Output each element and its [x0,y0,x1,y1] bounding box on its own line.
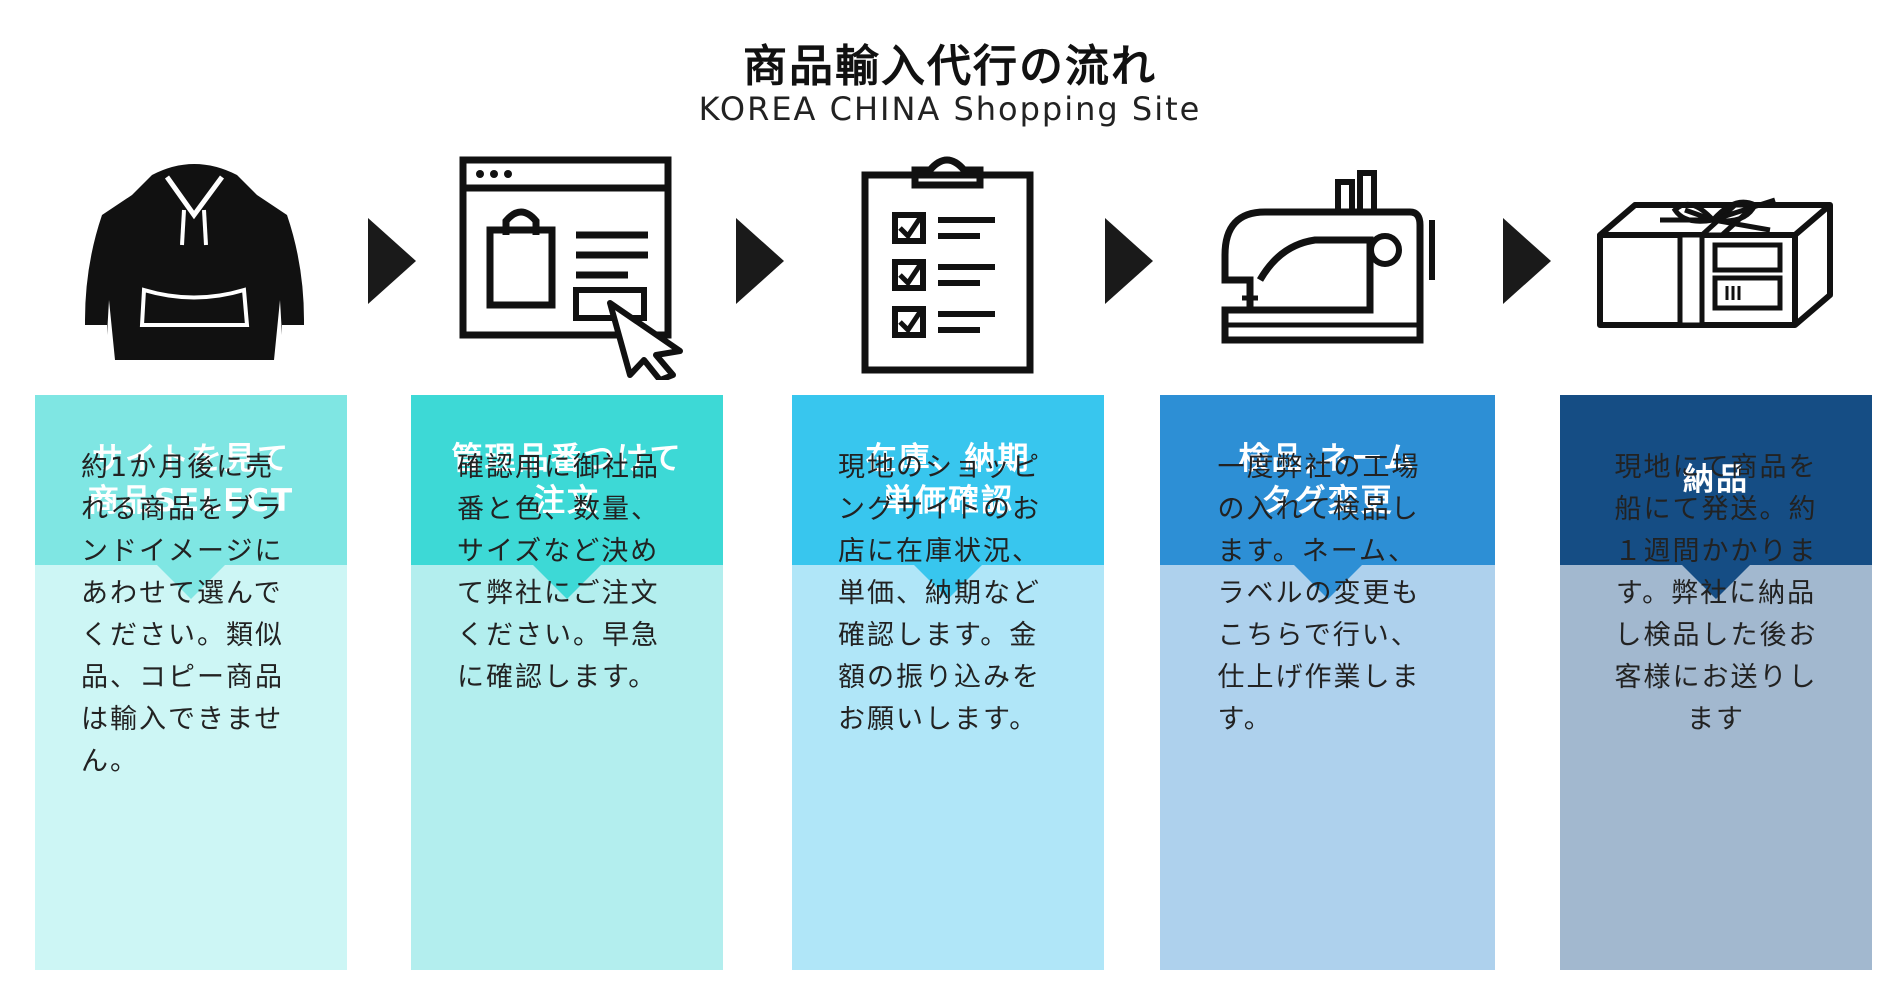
step-title-line1: 在庫、納期 [865,441,1031,477]
page-title: 商品輸入代行の流れ [743,41,1157,92]
step-notch [914,565,982,599]
step-title-line2: 商品SELECT [87,483,295,519]
step-body-bg [1560,565,1872,970]
step-card-order: 管理品番つけて注文 確認用に御社品番と色、数量、サイズなど決めて弊社にご注文くだ… [411,395,723,970]
step-title-line1: 納品 [1683,462,1749,498]
step-body-bg [792,565,1104,970]
step-description: 確認用に御社品番と色、数量、サイズなど決めて弊社にご注文ください。早急に確認しま… [457,452,660,693]
package-icon [1595,190,1835,330]
triangle-right-icon [1105,218,1153,304]
step-title-line2: 単価確認 [882,483,1014,519]
step-notch [157,565,225,599]
step-title-line1: サイトを見て [92,441,290,477]
step-card-inspection: 検品,ネームタグ変更 一度弊社の工場の入れて検品します。ネーム、ラベルの変更もこ… [1160,395,1495,970]
online-shop-icon [458,155,693,380]
step-card-delivery: 納品 現地にて商品を船にて発送。約１週間かかります。弊社に納品し検品した後お客様… [1560,395,1872,970]
triangle-right-icon [736,218,784,304]
step-title-line2: 注文 [534,483,600,519]
hoodie-icon [82,155,307,360]
step-notch [1682,565,1750,599]
step-description: 約1か月後に売れる商品をブランドイメージにあわせて選んでください。類似品、コピー… [81,452,284,777]
step-header: 納品 [1560,395,1872,565]
clipboard-checklist-icon [860,150,1035,375]
step-title-line1: 検品,ネーム [1238,441,1417,477]
triangle-right-icon [1503,218,1551,304]
step-title-line1: 管理品番つけて [451,441,683,477]
step-card-stock-check: 在庫、納期単価確認 現地のショッピングサイトのお店に在庫状況、単価、納期など確認… [792,395,1104,970]
step-header: 検品,ネームタグ変更 [1160,395,1495,565]
step-description: 一度弊社の工場の入れて検品します。ネーム、ラベルの変更もこちらで行い、仕上げ作業… [1217,452,1421,735]
step-body-bg [1160,565,1495,970]
triangle-right-icon [368,218,416,304]
step-body-bg [35,565,347,970]
step-description: 現地にて商品を船にて発送。約１週間かかります。弊社に納品し検品した後お客様にお送… [1614,452,1818,735]
step-notch [1293,565,1362,599]
step-body-bg [411,565,723,970]
step-header: 在庫、納期単価確認 [792,395,1104,565]
step-card-select: サイトを見て商品SELECT 約1か月後に売れる商品をブランドイメージにあわせて… [35,395,347,970]
page-subtitle: KOREA CHINA Shopping Site [698,90,1202,128]
step-title-line2: タグ変更 [1261,483,1394,519]
step-notch [533,565,601,599]
step-header: サイトを見て商品SELECT [35,395,347,565]
sewing-machine-icon [1220,170,1440,355]
step-header: 管理品番つけて注文 [411,395,723,565]
step-description: 現地のショッピングサイトのお店に在庫状況、単価、納期など確認します。金額の振り込… [838,452,1041,735]
